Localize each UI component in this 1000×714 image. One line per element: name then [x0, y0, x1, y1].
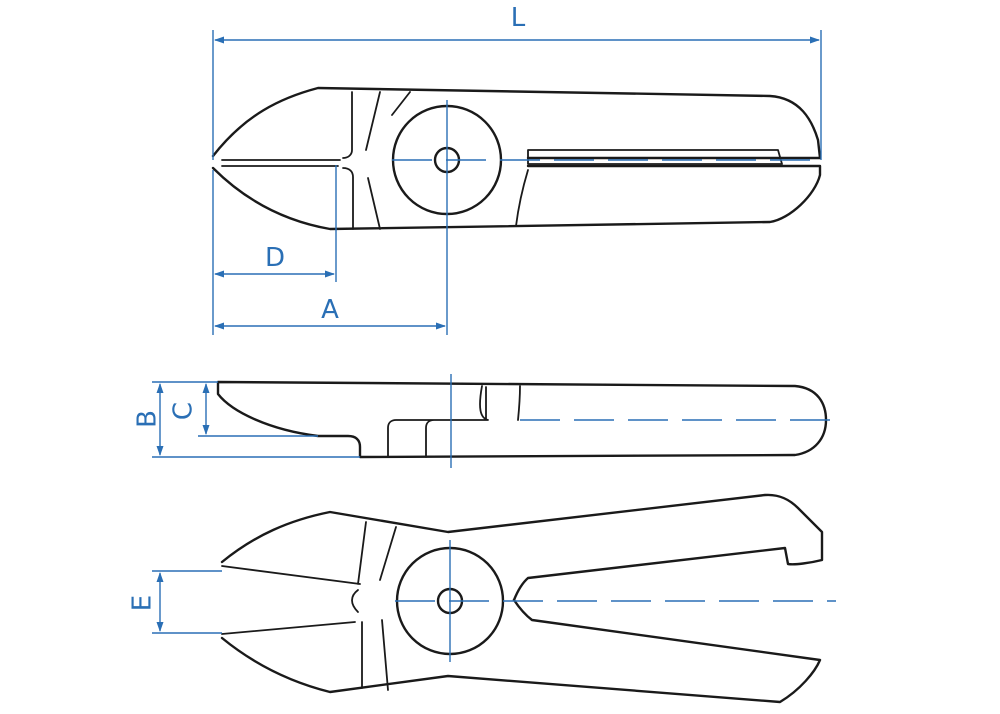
top-view-closed-blade	[211, 86, 822, 335]
label-C: C	[169, 402, 199, 420]
label-B: B	[133, 410, 163, 428]
cutting-gap-line	[221, 159, 341, 167]
side-view-blade	[216, 374, 835, 468]
upper-jaw-outline	[211, 86, 822, 160]
dimension-A: A	[214, 295, 446, 330]
label-A: A	[321, 295, 339, 325]
dimension-E: E	[128, 570, 222, 634]
open-upper-blade-edge	[221, 521, 397, 585]
label-D: D	[265, 243, 285, 273]
dimension-B: B	[133, 381, 360, 458]
label-L: L	[511, 3, 526, 33]
open-lower-blade-edge	[221, 619, 389, 691]
dimension-L: L	[212, 3, 822, 160]
side-profile-outline	[216, 380, 828, 459]
dimension-D: D	[212, 165, 337, 335]
dimension-C: C	[169, 383, 318, 437]
bottom-view-open-blade	[220, 493, 836, 704]
open-jaw-throat	[351, 589, 359, 613]
upper-blade-recess	[342, 91, 411, 159]
label-E: E	[128, 595, 158, 611]
open-lower-jaw-outline	[220, 598, 822, 704]
open-upper-jaw-outline	[220, 493, 824, 602]
lower-jaw-outline	[211, 164, 822, 231]
lower-arm-inner-edge	[515, 169, 529, 227]
lower-blade-recess	[342, 167, 381, 230]
side-stepped-joint	[387, 385, 521, 458]
